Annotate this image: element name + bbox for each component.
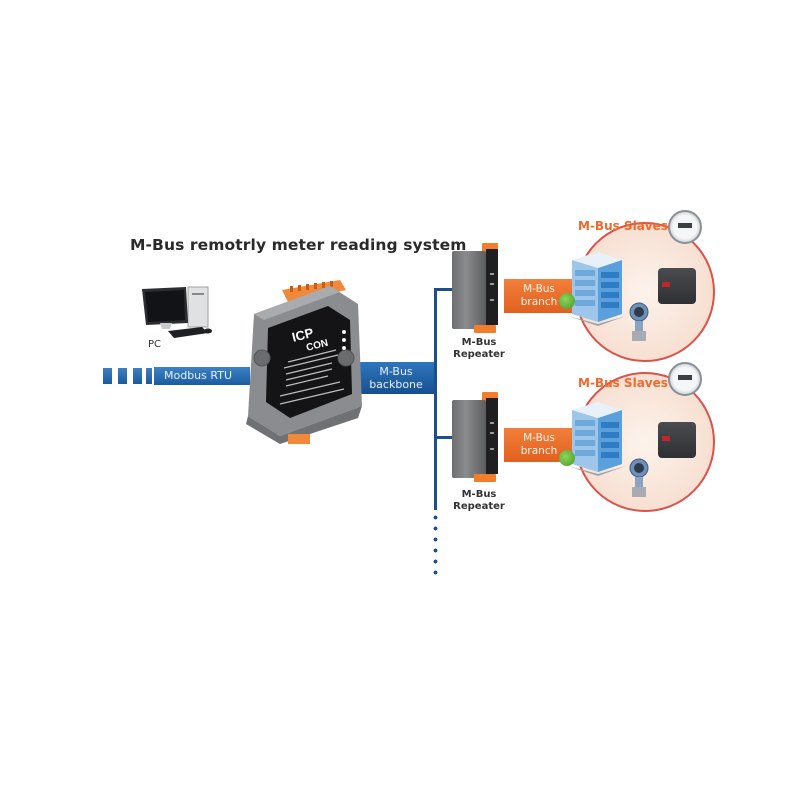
led-indicator (490, 283, 494, 285)
diagram-title: M-Bus remotrly meter reading system (130, 236, 467, 254)
repeater-label-line2: Repeater (453, 349, 505, 360)
meter-display (678, 223, 692, 228)
svg-text:CON: CON (305, 338, 329, 354)
slave-group-1-label: M-Bus Slaves (578, 219, 668, 233)
backbone-to-repeater-1 (434, 288, 452, 291)
tree-icon (559, 450, 575, 466)
gateway-device-icon: ICP CON (240, 276, 365, 446)
mbus-repeater-1 (452, 243, 498, 333)
repeater-label-line1: M-Bus (461, 489, 497, 500)
terminal-block (482, 243, 498, 252)
modbus-dash (118, 368, 127, 384)
meter-icon (668, 210, 702, 244)
modbus-dash (103, 368, 112, 384)
repeater-housing (452, 251, 486, 329)
led-indicator (490, 299, 494, 301)
svg-text:ICP: ICP (290, 325, 315, 345)
backbone-label-line1: M-Bus (379, 365, 413, 378)
pc-icon (138, 283, 218, 343)
actuator-icon (658, 422, 696, 458)
slave-group-2-label: M-Bus Slaves (578, 376, 668, 390)
modbus-rtu-link: Modbus RTU (154, 367, 250, 385)
transmitter-icon (628, 302, 650, 341)
tree-icon (559, 293, 575, 309)
led-indicator (490, 448, 494, 450)
pc-label: PC (148, 339, 162, 350)
modbus-dash (133, 368, 142, 384)
repeater-front-panel (486, 249, 498, 325)
terminal-block (474, 325, 496, 333)
led-indicator (490, 422, 494, 424)
more-repeaters-dotted-line (433, 512, 438, 578)
repeater-label-line1: M-Bus (461, 337, 497, 348)
mbus-repeater-2 (452, 392, 498, 482)
building-icon (568, 400, 626, 476)
building-icon (568, 250, 626, 326)
repeater-2-label: M-Bus Repeater (449, 489, 509, 513)
actuator-icon (658, 268, 696, 304)
transmitter-icon (628, 458, 650, 497)
meter-display (678, 375, 692, 380)
repeater-1-label: M-Bus Repeater (449, 337, 509, 361)
meter-icon (668, 362, 702, 396)
backbone-vertical-line (434, 288, 437, 510)
repeater-housing (452, 400, 486, 478)
repeater-front-panel (486, 398, 498, 474)
repeater-label-line2: Repeater (453, 501, 505, 512)
mbus-backbone-link: M-Bus backbone (355, 362, 437, 394)
actuator-indicator (662, 436, 670, 441)
actuator-indicator (662, 282, 670, 287)
backbone-label-line2: backbone (369, 378, 423, 391)
branch-label-line2: branch (520, 445, 558, 457)
terminal-block (474, 474, 496, 482)
led-indicator (490, 432, 494, 434)
branch-label-line1: M-Bus (523, 432, 555, 444)
branch-label-line2: branch (520, 296, 558, 308)
modbus-dash (146, 368, 152, 384)
terminal-block (482, 392, 498, 401)
branch-label-line1: M-Bus (523, 283, 555, 295)
led-indicator (490, 273, 494, 275)
backbone-to-repeater-2 (434, 436, 452, 439)
